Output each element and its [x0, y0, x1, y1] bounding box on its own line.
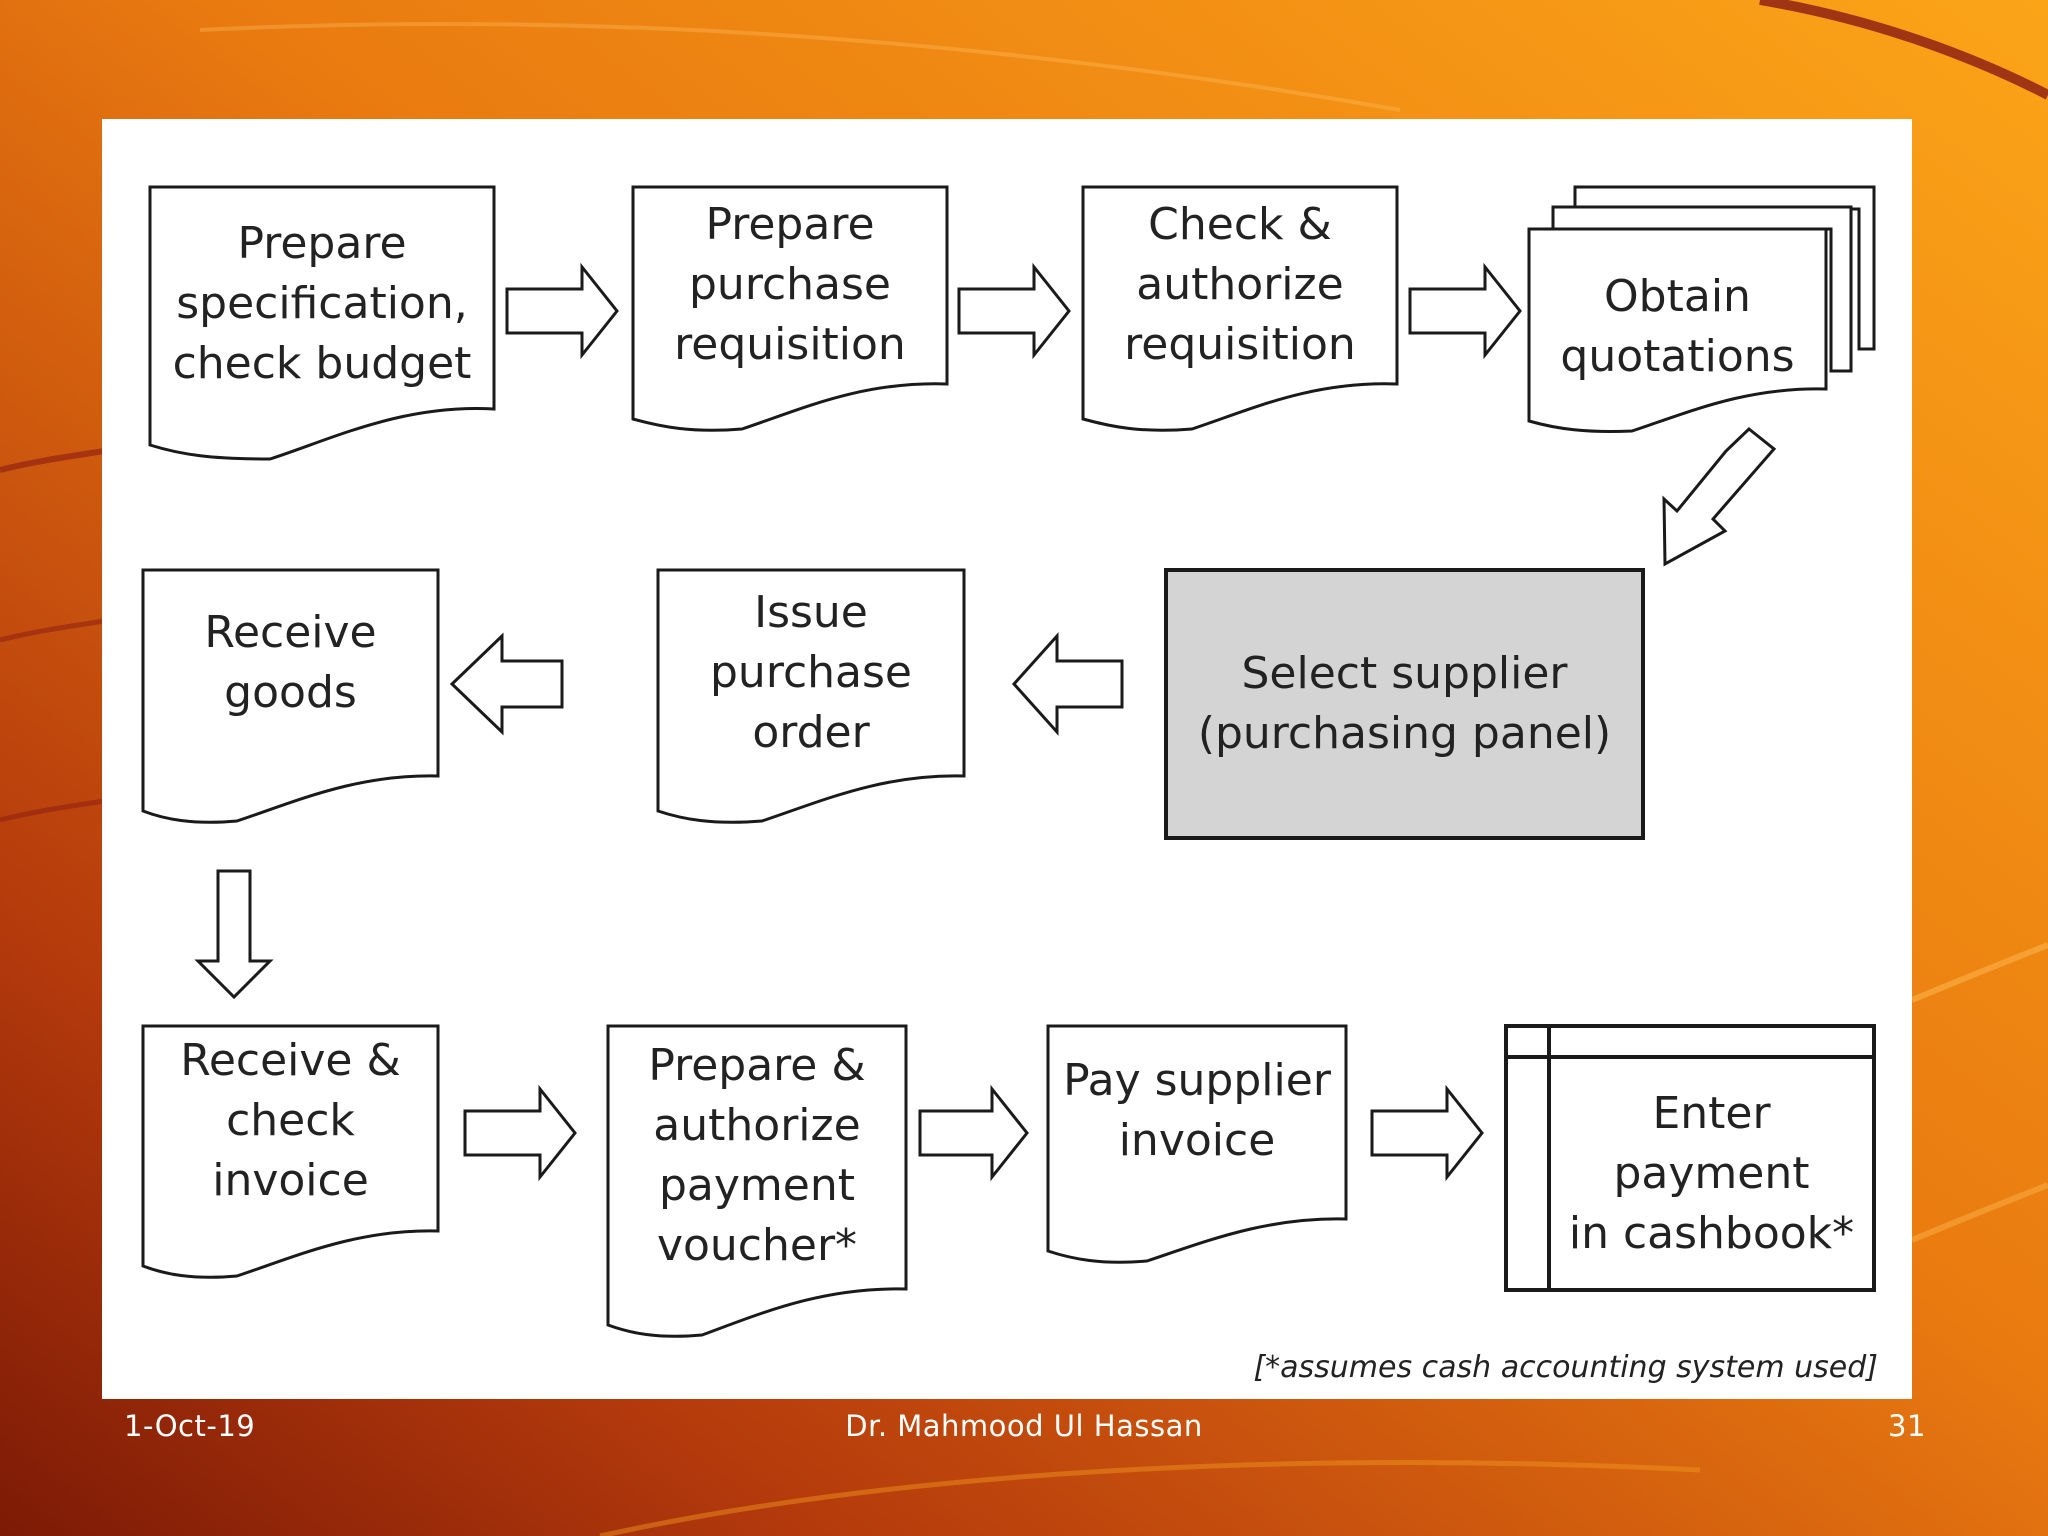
arrow-down: [194, 869, 274, 1000]
footer-date: 1-Oct-19: [124, 1409, 256, 1443]
step-label-receive-goods: Receive goods: [204, 606, 377, 718]
step-shape-7: [141, 568, 440, 824]
arrow-right: [918, 1084, 1029, 1182]
footnote: [*assumes cash accounting system used]: [1253, 1350, 1878, 1385]
step-shape-4: [1527, 185, 1876, 434]
step-label-prepare-specification: Prepare specification, check budget: [172, 218, 472, 389]
step-shape-6: [656, 568, 966, 824]
arrow-right: [1408, 262, 1522, 360]
arrow-right: [957, 262, 1071, 360]
step-label-receive-check-invoice: Receive & check invoice: [180, 1035, 401, 1206]
step-label-issue-purchase-order: Issue purchase order: [710, 587, 912, 758]
step-shape-11: [1504, 1024, 1876, 1292]
arrow-right: [505, 262, 619, 360]
step-label-prepare-requisition: Prepare purchase requisition: [674, 198, 906, 370]
flowchart: [141, 185, 1876, 1338]
step-shape-9: [606, 1024, 908, 1338]
step-shape-1: [148, 185, 496, 461]
step-label-check-authorize-requisition: Check & authorize requisition: [1124, 198, 1356, 370]
arrow-left: [449, 632, 564, 736]
arrow-down-left: [1662, 427, 1777, 567]
arrow-right: [1370, 1084, 1484, 1182]
step-label-pay-supplier-invoice: Pay supplier invoice: [1063, 1055, 1331, 1166]
step-label-enter-payment-cashbook: Enter payment in cashbook*: [1568, 1087, 1855, 1259]
step-shape-5: [1164, 568, 1645, 840]
arrow-right: [463, 1084, 577, 1182]
step-shape-10: [1046, 1024, 1348, 1264]
step-shape-2: [631, 185, 949, 432]
step-label-prepare-payment-voucher: Prepare & authorize payment voucher*: [648, 1040, 866, 1271]
step-shape-8: [141, 1024, 440, 1279]
arrow-left: [1011, 632, 1124, 736]
footer-author: Dr. Mahmood Ul Hassan: [845, 1409, 1203, 1443]
step-label-select-supplier: Select supplier (purchasing panel): [1197, 648, 1612, 759]
step-shape-3: [1081, 185, 1399, 432]
diagram-panel: Prepare specification, check budget Prep…: [102, 119, 1912, 1399]
step-label-obtain-quotations: Obtain quotations: [1560, 270, 1795, 382]
footer-page-number: 31: [1888, 1409, 1926, 1443]
